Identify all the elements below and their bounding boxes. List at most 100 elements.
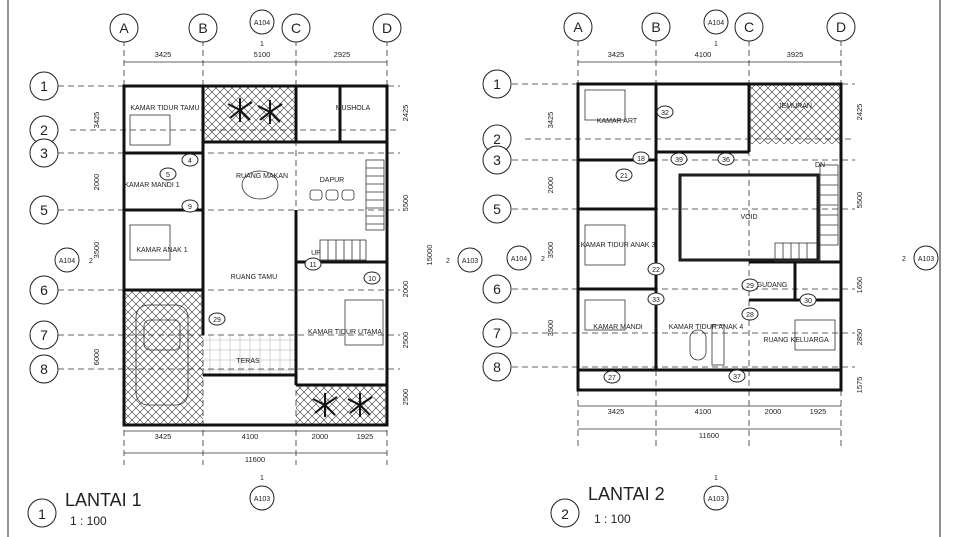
- bottom-dimension: 1925: [810, 407, 827, 416]
- car-windshield: [143, 319, 181, 351]
- grid-bubble-row-8-label: 8: [493, 359, 501, 375]
- garden-hatch-top: [203, 86, 296, 142]
- bottom-dimension: 3425: [608, 407, 625, 416]
- grid-bubble-row-6-circle: [29, 275, 59, 305]
- door-tag: [208, 312, 226, 326]
- grid-bubble-row-1-circle: [482, 69, 512, 99]
- top-dimension: 3925: [787, 50, 804, 59]
- grid-bubble-b-label: B: [651, 19, 660, 35]
- grid-bubble-row-1-circle: [29, 71, 59, 101]
- section-mark-top-num: 1: [714, 41, 718, 48]
- section-mark-bottom-label: A103: [254, 496, 270, 503]
- grid-bubble-row-8-circle: [482, 352, 512, 382]
- left-dimension: 2000: [92, 174, 101, 191]
- view-number-circle: [550, 498, 580, 528]
- door-tag: [181, 199, 199, 213]
- grid-bubble-row-3-label: 3: [40, 145, 48, 161]
- top-dimension: 4100: [695, 50, 712, 59]
- grid-bubble-row-6-label: 6: [40, 282, 48, 298]
- right-dimension: 2425: [401, 105, 410, 122]
- floor-plan-lantai-2: [512, 40, 855, 448]
- grid-bubble-row-1-label: 1: [493, 76, 501, 92]
- door-tag: [615, 168, 633, 182]
- room-label: GUDANG: [757, 282, 788, 289]
- top-dimension: 3425: [608, 50, 625, 59]
- door-tag: [741, 278, 759, 292]
- grid-bubble-b-circle: [188, 13, 218, 43]
- section-mark-right-label: A103: [462, 258, 478, 265]
- kitchen-counter: [309, 189, 355, 201]
- door-tag-label: 21: [620, 173, 628, 180]
- door-tag-label: 18: [637, 156, 645, 163]
- plan-title: LANTAI 2: [588, 484, 665, 504]
- door-tag-label: 27: [608, 375, 616, 382]
- grid-bubble-row-2-label: 2: [493, 131, 501, 147]
- bed-icon: [794, 319, 836, 351]
- grid-bubble-d-label: D: [836, 19, 846, 35]
- section-mark-top-num: 1: [260, 41, 264, 48]
- left-dimension: 3425: [546, 112, 555, 129]
- section-mark-right: [457, 247, 483, 273]
- room-label: KAMAR MANDI: [593, 324, 642, 331]
- right-dimension: 1575: [855, 377, 864, 394]
- door-tag-label: DN: [815, 162, 825, 169]
- left-dimension: 2000: [546, 177, 555, 194]
- sofa-icon: [711, 324, 725, 366]
- bed-icon: [344, 299, 384, 346]
- room-label: MUSHOLA: [336, 105, 371, 112]
- door-tag: [181, 153, 199, 167]
- grid-bubble-row-7-circle: [482, 318, 512, 348]
- section-mark-left: [54, 247, 80, 273]
- door-tag-label: 5: [166, 172, 170, 179]
- section-mark-bottom-label: A103: [708, 496, 724, 503]
- view-number: 1: [38, 506, 46, 522]
- total-dimension: 11600: [245, 455, 265, 464]
- room-label: VOID: [740, 214, 757, 221]
- section-mark-top: [703, 9, 729, 35]
- door-tag-label: 4: [188, 158, 192, 165]
- door-tag-label: 32: [661, 110, 669, 117]
- section-mark-left: [506, 245, 532, 271]
- view-number: 2: [561, 506, 569, 522]
- grid-bubble-row-5-label: 5: [40, 202, 48, 218]
- grid-bubble-row-5-circle: [482, 194, 512, 224]
- jemuran-hatch: [749, 84, 841, 144]
- total-dimension: 11600: [699, 431, 719, 440]
- section-mark-left-num: 2: [89, 258, 93, 265]
- door-tag: [603, 370, 621, 384]
- room-label: KAMAR TIDUR ANAK 3: [581, 242, 656, 249]
- grid-bubble-c-label: C: [744, 19, 754, 35]
- staircase: [319, 159, 385, 261]
- garden-hatch-bottom: [296, 385, 387, 425]
- room-label: KAMAR TIDUR UTAMA: [308, 329, 382, 336]
- section-mark-top: [249, 9, 275, 35]
- section-mark-bottom: [249, 485, 275, 511]
- section-mark-right-label: A103: [918, 256, 934, 263]
- section-mark-bottom-num: 1: [714, 475, 718, 482]
- grid-bubble-row-3-circle: [29, 138, 59, 168]
- floor-plan-lantai-1: [58, 40, 400, 465]
- grid-bubble-row-5-circle: [29, 195, 59, 225]
- door-tag: [741, 307, 759, 321]
- room-label: KAMAR ANAK 1: [136, 247, 187, 254]
- section-mark-top-label: A104: [708, 20, 724, 27]
- door-tag: [159, 167, 177, 181]
- grid-bubble-a-circle: [109, 13, 139, 43]
- grid-bubble-row-7-label: 7: [40, 327, 48, 343]
- room-label: KAMAR TIDUR TAMU: [130, 105, 199, 112]
- car-icon: [135, 304, 189, 406]
- grid-bubble-c-label: C: [291, 20, 301, 36]
- view-number-circle: [27, 498, 57, 528]
- door-tag-label: 30: [804, 298, 812, 305]
- room-label: RUANG KELUARGA: [763, 337, 829, 344]
- plant-icon: [227, 98, 373, 417]
- door-tag: [717, 152, 735, 166]
- grid-bubble-d-circle: [372, 13, 402, 43]
- section-mark-right: [913, 245, 939, 271]
- right-dimension: 5500: [401, 195, 410, 212]
- grid-bubble-a-circle: [563, 12, 593, 42]
- door-tag: [304, 257, 322, 271]
- grid-bubble-row-6-label: 6: [493, 281, 501, 297]
- grid-bubble-a-label: A: [119, 20, 129, 36]
